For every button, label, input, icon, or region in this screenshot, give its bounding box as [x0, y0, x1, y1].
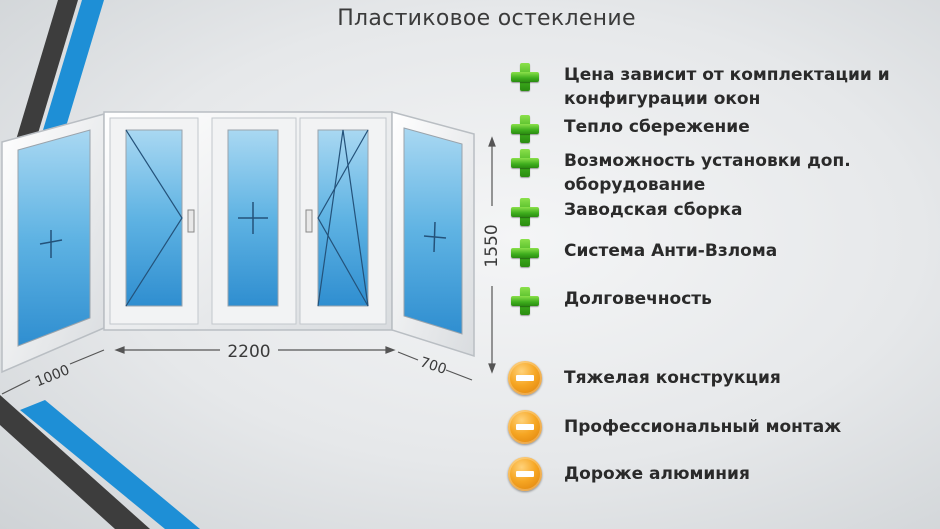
sash-opening-lines [125, 129, 183, 307]
plus-icon [508, 113, 542, 143]
sash-tilt-lines [317, 129, 369, 307]
pro-item-text: Долговечность [564, 289, 712, 309]
plus-icon [508, 285, 542, 315]
plus-icon [508, 147, 542, 177]
pro-item-text: Возможность установки доп. оборудование [564, 151, 851, 195]
pro-item: Долговечность [508, 287, 934, 315]
pro-item-text: Система Анти-Взлома [564, 241, 778, 261]
window-handle-icon [305, 209, 313, 233]
con-item: Профессиональный монтаж [508, 410, 934, 444]
pro-item: Тепло сбережение [508, 115, 934, 143]
dimension-right-width: 700 [418, 354, 448, 377]
fixed-glass-cross-icon [423, 221, 447, 253]
con-item: Тяжелая конструкция [508, 361, 934, 395]
pro-item-text: Цена зависит от комплектации и конфигура… [564, 65, 890, 109]
pro-item: Возможность установки доп. оборудование [508, 149, 934, 197]
fixed-glass-cross-icon [39, 230, 63, 258]
dark-stripe-top [10, 0, 78, 160]
right-angled-window [391, 111, 475, 358]
con-item-text: Профессиональный монтаж [564, 417, 842, 437]
con-item: Дороже алюминия [508, 457, 934, 491]
fixed-glass-cross-icon [238, 202, 268, 234]
pro-item: Цена зависит от комплектации и конфигура… [508, 63, 934, 111]
plus-icon [508, 196, 542, 226]
pro-item: Заводская сборка [508, 198, 934, 226]
blue-stripe-bottom [20, 400, 200, 529]
dimension-height: 1550 [482, 224, 502, 267]
plus-icon [508, 237, 542, 267]
slide-title: Пластиковое остекление [337, 6, 636, 31]
dark-stripe-bottom [0, 395, 150, 529]
sash-opening-lines [317, 129, 369, 307]
plus-icon [508, 61, 542, 91]
blue-stripe-top [34, 0, 104, 160]
pro-item-text: Заводская сборка [564, 200, 743, 220]
dimension-left-width: 1000 [33, 362, 72, 390]
con-item-text: Тяжелая конструкция [564, 368, 781, 388]
pro-item: Система Анти-Взлома [508, 239, 934, 267]
left-angled-window [1, 113, 105, 374]
window-handle-icon [187, 209, 195, 233]
minus-icon [508, 361, 542, 395]
dimension-lines [1, 136, 496, 395]
minus-icon [508, 410, 542, 444]
dimension-center-width: 2200 [227, 342, 270, 362]
minus-icon [508, 457, 542, 491]
con-item-text: Дороже алюминия [564, 464, 750, 484]
center-window-frame [103, 111, 393, 331]
pro-item-text: Тепло сбережение [564, 117, 750, 137]
